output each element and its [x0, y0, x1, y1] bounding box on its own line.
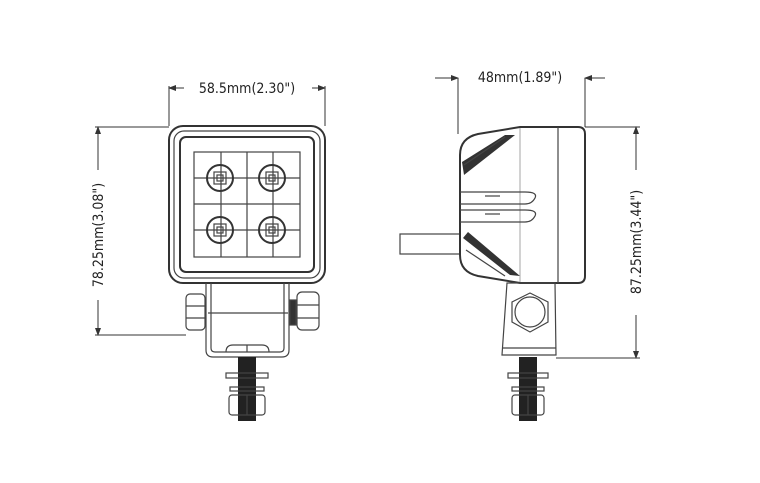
front-width-label: 58.5mm(2.30")	[199, 81, 295, 97]
front-height-label: 78.25mm(3.08")	[91, 183, 107, 287]
side-view	[399, 126, 586, 421]
front-view	[168, 125, 326, 421]
led-1	[206, 164, 234, 192]
side-height-label: 87.25mm(3.44")	[629, 190, 645, 294]
led-4	[258, 216, 286, 244]
hex-nut	[511, 292, 549, 333]
front-housing	[168, 125, 326, 284]
side-depth-label: 48mm(1.89")	[478, 70, 562, 86]
led-array	[206, 164, 286, 244]
front-height-dimension: 78.25mm(3.08")	[91, 126, 186, 336]
power-cable	[399, 233, 461, 255]
led-3	[206, 216, 234, 244]
side-mounting-stud	[507, 357, 549, 421]
side-housing	[459, 126, 586, 284]
side-depth-dimension: 48mm(1.89")	[435, 70, 605, 134]
side-height-dimension: 87.25mm(3.44")	[556, 126, 645, 359]
mounting-stud	[225, 357, 269, 421]
led-2	[258, 164, 286, 192]
side-mount	[501, 282, 557, 356]
lens-grid	[193, 151, 301, 258]
front-width-dimension: 58.5mm(2.30")	[168, 81, 326, 126]
mounting-bracket	[185, 283, 320, 358]
cooling-fins	[460, 135, 537, 277]
